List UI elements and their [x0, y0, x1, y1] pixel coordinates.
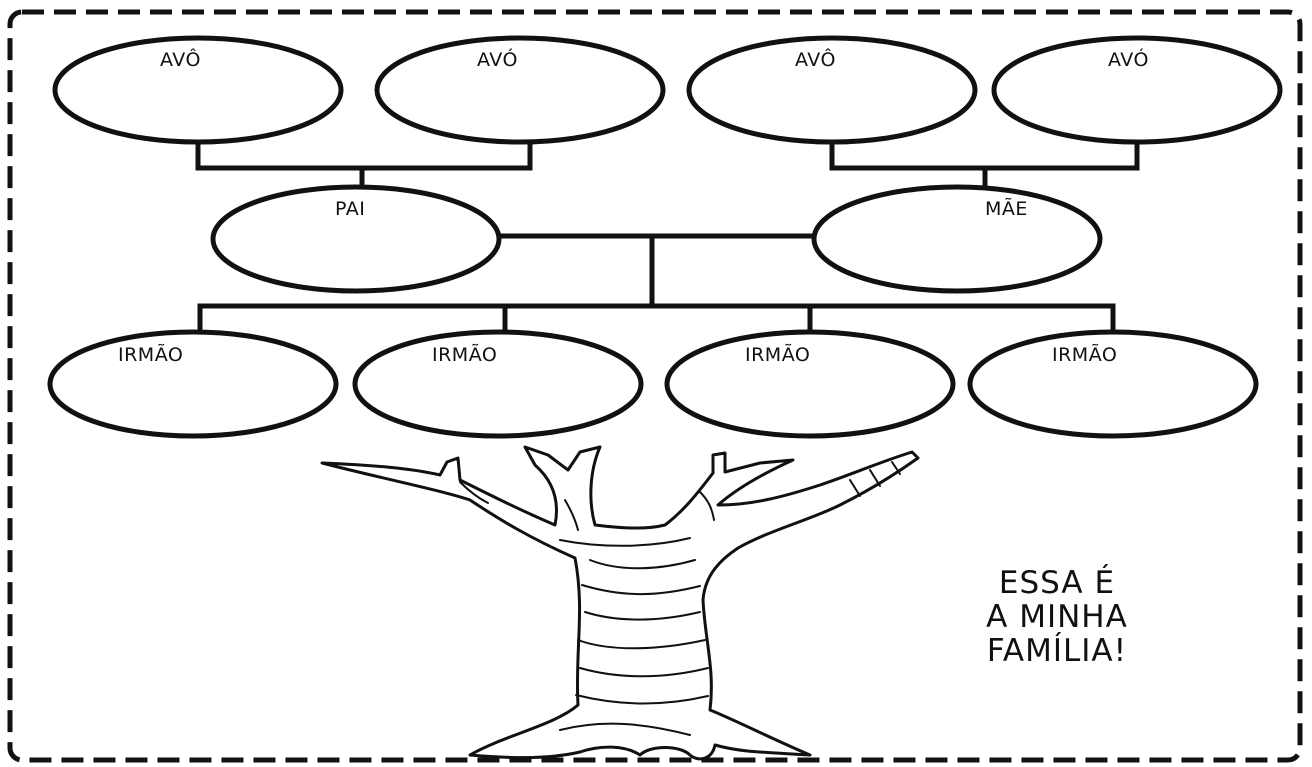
tree-trunk-icon — [320, 445, 920, 761]
caption-line-3: FAMÍLIA! — [986, 633, 1128, 669]
grandmother-paternal-label: AVÓ — [477, 47, 518, 71]
dashed-page-border — [7, 9, 1303, 763]
caption-line-1: ESSA É — [998, 565, 1116, 601]
mother-label: MÃE — [985, 197, 1028, 220]
grandfather-maternal-circle[interactable] — [686, 35, 978, 145]
grandparents-row — [52, 35, 1283, 145]
sibling-2-label: IRMÃO — [432, 343, 497, 366]
parents-row — [210, 184, 1103, 294]
grandfather-maternal-label: AVÔ — [795, 47, 836, 71]
sibling-3-circle[interactable] — [664, 329, 956, 439]
sibling-3-label: IRMÃO — [745, 343, 810, 366]
tree-outline — [320, 445, 920, 761]
maternal-connector — [829, 135, 1140, 190]
sibling-4-circle[interactable] — [967, 329, 1259, 439]
grandmother-maternal-label: AVÓ — [1108, 47, 1149, 71]
caption-line-2: A MINHA — [986, 599, 1128, 635]
grandmother-maternal-circle[interactable] — [991, 35, 1283, 145]
siblings-row — [47, 329, 1259, 439]
father-label: PAI — [335, 198, 365, 220]
caption-essa-e-a-minha-familia: ESSA É A MINHA FAMÍLIA! — [912, 566, 1202, 668]
father-circle[interactable] — [210, 184, 502, 294]
mother-circle[interactable] — [811, 184, 1103, 294]
grandfather-paternal-label: AVÔ — [160, 47, 201, 71]
sibling-1-circle[interactable] — [47, 329, 339, 439]
sibling-2-circle[interactable] — [352, 329, 644, 439]
paternal-connector — [195, 135, 533, 190]
sibling-1-label: IRMÃO — [118, 343, 183, 366]
grandmother-paternal-circle[interactable] — [374, 35, 666, 145]
bark-lines — [459, 461, 901, 736]
sibling-4-label: IRMÃO — [1052, 343, 1117, 366]
siblings-connector — [197, 233, 1116, 335]
grandfather-paternal-circle[interactable] — [52, 35, 344, 145]
connector-lines — [195, 135, 1140, 335]
